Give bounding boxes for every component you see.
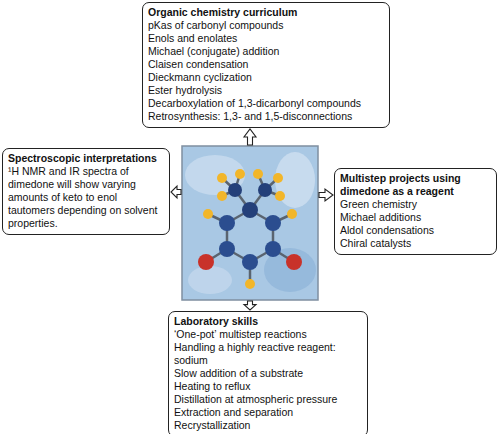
topic-box: Multistep projects using dimedone as a r… [334,168,497,255]
box-item: Extraction and separation [174,406,362,419]
box-item: pKas of carbonyl compounds [148,19,384,32]
topic-box: Organic chemistry curriculumpKas of carb… [142,2,390,128]
hollow-arrow [244,129,256,145]
box-item: ¹H NMR and IR spectra of dimedone will s… [8,165,164,230]
box-heading: Spectroscopic interpretations [8,152,164,165]
paint-blotch [188,266,232,294]
box-item: Dieckmann cyclization [148,71,384,84]
atoms [198,169,302,289]
box-item: Michael (conjugate) addition [148,45,384,58]
box-heading: Organic chemistry curriculum [148,6,384,19]
box-item: Aldol condensations [340,224,491,237]
box-item: Michael additions [340,211,491,224]
box-item: Ester hydrolysis [148,84,384,97]
hollow-arrow [171,186,181,198]
box-item: ‘One-pot’ multistep reactions [174,328,362,341]
box-item: Heating to reflux [174,380,362,393]
box-item: Decarboxylation of 1,3-dicarbonyl compou… [148,97,384,110]
bonds [206,174,294,284]
box-item: Recrystallization [174,419,362,432]
box-item: Green chemistry [340,198,491,211]
box-heading: Laboratory skills [174,315,362,328]
canvas-ground [182,146,318,300]
box-heading: Multistep projects using dimedone as a r… [340,172,491,198]
topic-box: Laboratory skills‘One-pot’ multistep rea… [168,311,368,434]
hollow-arrow [244,301,256,310]
box-item: Chiral catalysts [340,237,491,250]
box-item: Distillation at atmospheric pressure [174,393,362,406]
hollow-arrow [319,189,333,201]
box-item: Claisen condensation [148,58,384,71]
box-item: Slow addition of a substrate [174,367,362,380]
box-item: Handling a highly reactive reagent: sodi… [174,341,362,367]
topic-box: Spectroscopic interpretations¹H NMR and … [2,148,170,235]
box-item: Retrosynthesis: 1,3- and 1,5-disconnecti… [148,110,384,123]
box-item: Enols and enolates [148,32,384,45]
